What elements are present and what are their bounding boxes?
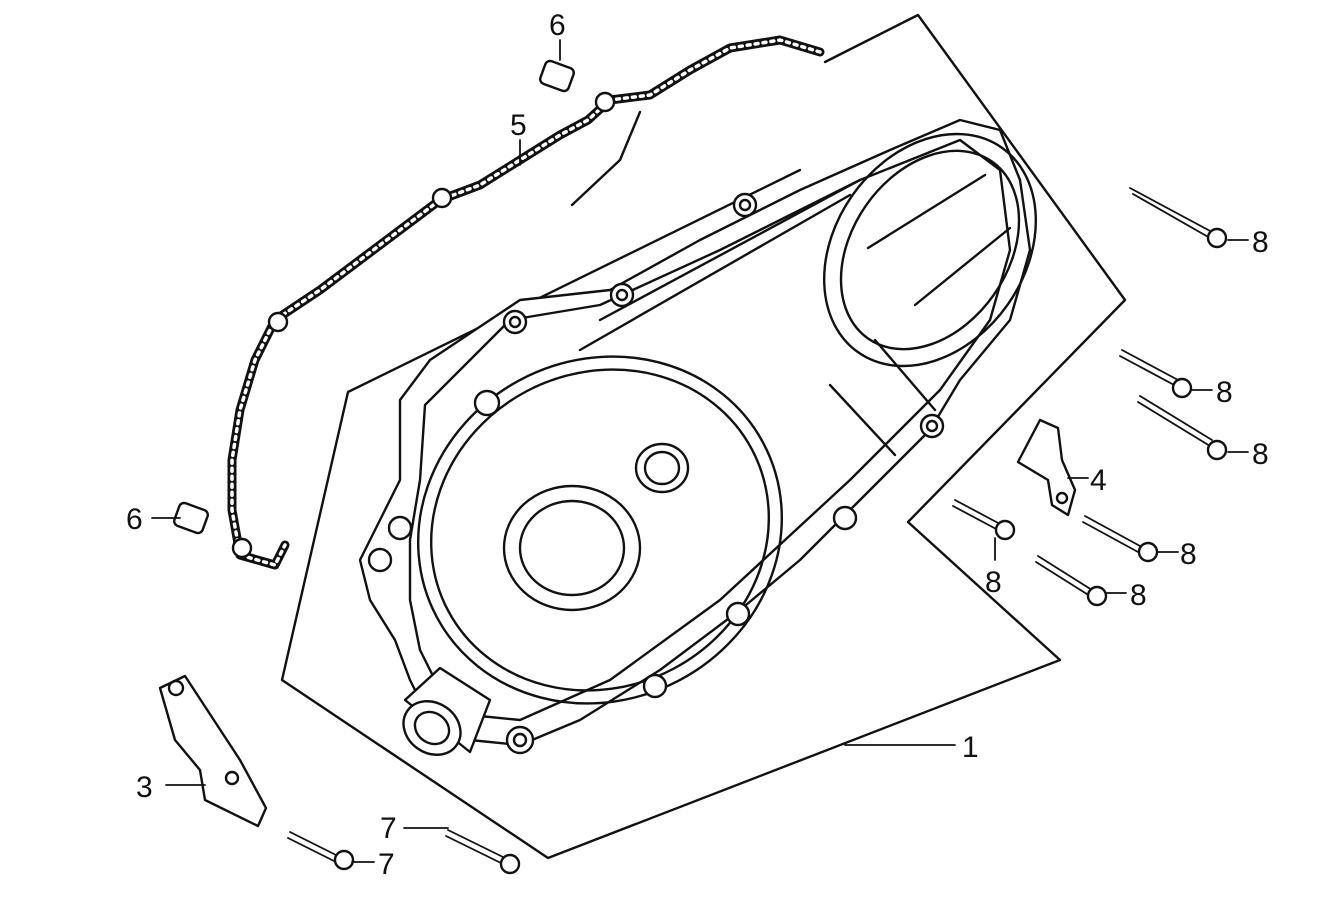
- bolts: [287, 187, 1228, 875]
- assembly-boundary: [280, 13, 1127, 860]
- bolt-part-7-a: [287, 831, 355, 871]
- bolt-part-7-b: [445, 829, 521, 875]
- callout-8-d: 8: [985, 566, 1002, 599]
- callout-8-a: 8: [1252, 226, 1269, 259]
- callout-7-lower: 7: [378, 848, 395, 881]
- cap-part-6-left: [173, 501, 209, 535]
- callout-6-left: 6: [126, 503, 143, 536]
- crankcase-cover-part-1: [358, 118, 1038, 756]
- callout-8-b: 8: [1216, 376, 1233, 409]
- callout-7-upper: 7: [380, 812, 397, 845]
- callout-3: 3: [136, 771, 153, 804]
- callout-8-e: 8: [1180, 538, 1197, 571]
- callout-8-f: 8: [1130, 579, 1147, 612]
- bolt-part-8-e: [1082, 515, 1159, 563]
- callout-labels: 1 3 4 5 6 6 7 7 8 8 8 8 8 8: [126, 9, 1269, 881]
- bracket-part-4: [1016, 418, 1077, 517]
- cap-part-6-upper: [539, 59, 575, 93]
- bolt-part-8-d: [952, 499, 1016, 541]
- callout-5: 5: [510, 109, 527, 142]
- bolt-part-8-a: [1129, 187, 1228, 249]
- callout-6-upper: 6: [549, 9, 566, 42]
- gasket-part-5: [227, 35, 825, 570]
- bolt-part-8-c: [1137, 395, 1228, 461]
- callout-8-c: 8: [1252, 438, 1269, 471]
- bracket-part-3: [158, 674, 268, 828]
- callout-4: 4: [1090, 464, 1107, 497]
- leader-lines: [151, 39, 1249, 863]
- bolt-part-8-f: [1035, 555, 1108, 607]
- bolt-part-8-b: [1119, 349, 1193, 399]
- callout-1: 1: [962, 731, 979, 764]
